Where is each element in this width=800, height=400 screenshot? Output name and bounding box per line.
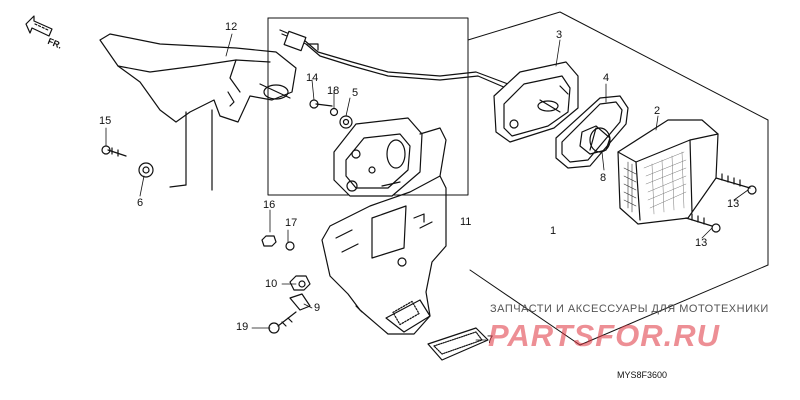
part-12-fender-bracket [99,33,297,191]
part-7-reflector [427,327,489,361]
part-4-gasket [555,95,629,169]
wire-harness [279,29,513,101]
fasteners-14-18-5 [309,99,353,129]
callout-13-lower: 13 [695,237,708,249]
assembly-boundary [267,11,769,346]
callout-2: 2 [654,105,661,117]
fasteners-16-17-10-9-19 [261,235,311,334]
callout-19: 19 [236,321,249,333]
callout-10: 10 [265,278,278,290]
callout-4: 4 [603,72,610,84]
callout-5: 5 [352,87,359,99]
part-8-bulb [579,125,611,155]
callout-16: 16 [263,199,276,211]
watermark-logo: PARTSFOR.RU [488,318,721,353]
callout-11: 11 [460,216,472,228]
callout-17: 17 [285,217,298,229]
callout-3: 3 [556,29,563,41]
license-light-housing [333,117,447,197]
callout-7: 7 [487,334,494,346]
callout-6: 6 [137,197,144,209]
callout-15: 15 [99,115,112,127]
callout-14: 14 [306,72,319,84]
callout-13-upper: 13 [727,198,740,210]
callout-8: 8 [600,172,607,184]
part-2-lens [617,119,719,225]
callout-12: 12 [225,21,238,33]
diagram-code: MYS8F3600 [617,370,668,380]
arrow-left-icon [25,15,53,37]
leader-lines [105,33,749,341]
part-11-license-bracket [321,175,447,335]
callout-18: 18 [327,85,340,97]
callout-9: 9 [314,302,321,314]
watermark-tagline: ЗАПЧАСТИ И АКСЕССУАРЫ ДЛЯ МОТОТЕХНИКИ [490,303,769,315]
callout-1: 1 [550,225,557,237]
fasteners-15-6 [101,145,154,178]
part-3-lamp-base [493,61,579,143]
part-13-screws [685,173,757,233]
